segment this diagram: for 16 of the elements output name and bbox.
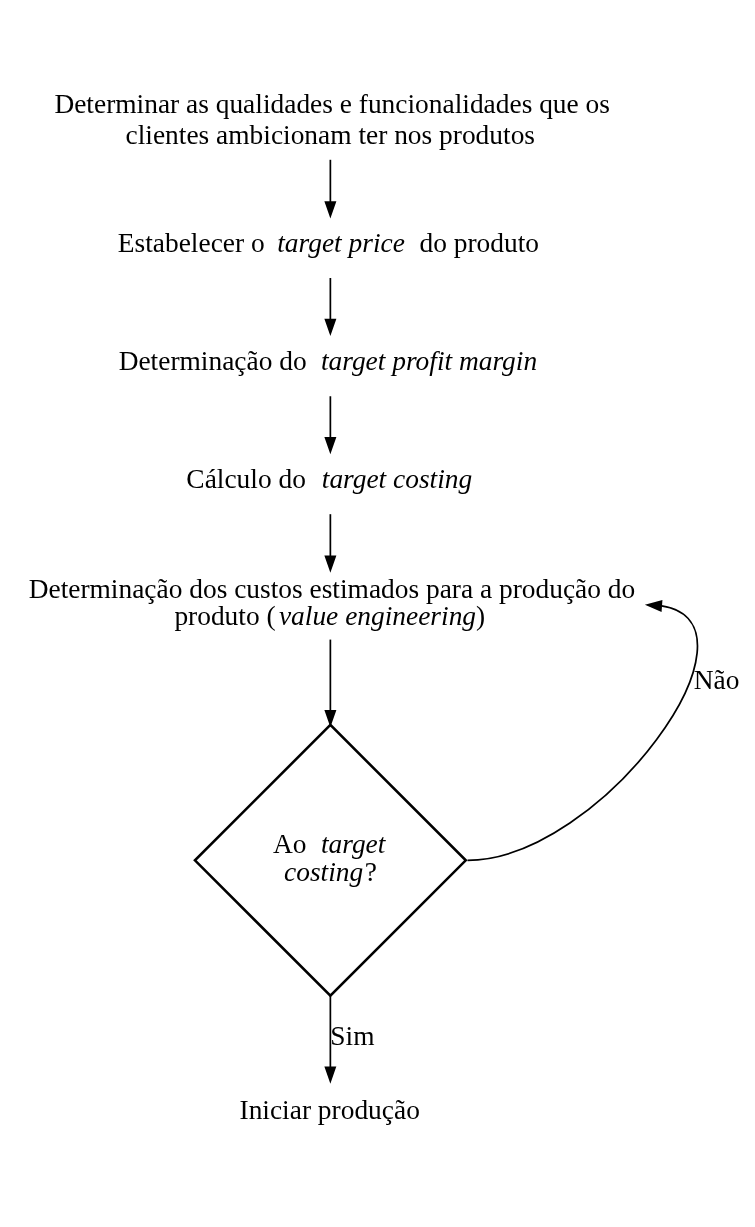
arrow bbox=[324, 513, 337, 573]
node-text: Determinação do target profit margin bbox=[118, 345, 538, 376]
arrow bbox=[324, 158, 337, 219]
arrow bbox=[324, 994, 337, 1084]
node-text: Determinar as qualidades e funcionalidades que os clientes ambicionam ter nos produtos bbox=[54, 88, 610, 150]
node-diamond: Ao target costing? bbox=[193, 723, 468, 998]
arrow bbox=[324, 277, 337, 336]
arrow bbox=[466, 600, 698, 862]
node-text: Estabelecer o target price do produto bbox=[117, 227, 539, 258]
edge-label: Sim bbox=[330, 1021, 375, 1052]
node-text: Determinação dos custos estimados para a produção do produto (value engineering) bbox=[28, 573, 636, 632]
node-text: Iniciar produção bbox=[239, 1094, 420, 1125]
arrow bbox=[324, 638, 337, 728]
arrow bbox=[324, 395, 337, 455]
node-text: Cálculo do target costing bbox=[186, 464, 473, 495]
edge-label: Não bbox=[693, 664, 740, 695]
